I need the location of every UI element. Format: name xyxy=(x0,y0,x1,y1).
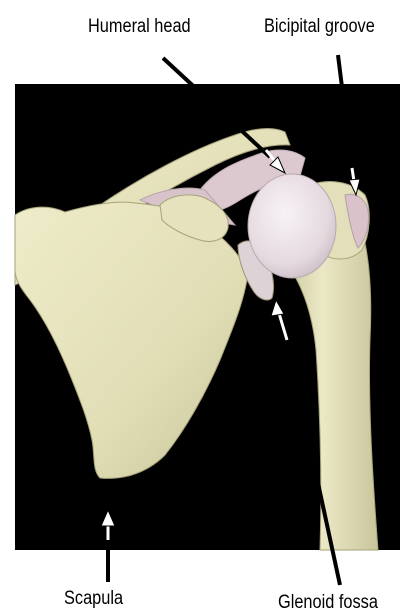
label-scapula: Scapula xyxy=(64,589,123,608)
label-humeral-head: Humeral head xyxy=(88,17,191,36)
label-glenoid-fossa: Glenoid fossa xyxy=(278,593,378,612)
humeral-head xyxy=(248,174,336,278)
label-bicipital-groove: Bicipital groove xyxy=(264,17,375,36)
